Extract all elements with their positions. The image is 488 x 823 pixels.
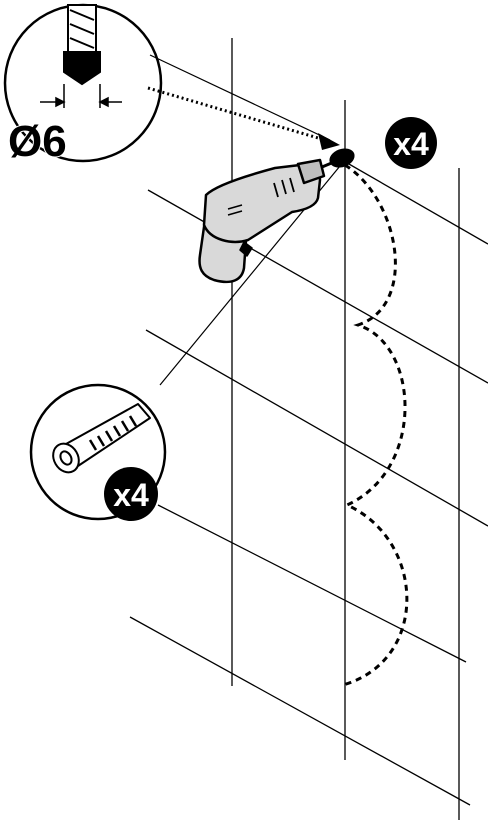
wall-plug-icon [52, 403, 151, 474]
wall-plug-quantity-badge: x4 [104, 467, 158, 521]
wall-diagonal-line [145, 329, 488, 527]
wall-diagonal-line [157, 504, 467, 663]
drill-hole-quantity-label: x4 [393, 126, 429, 162]
wall-plug-quantity-label: x4 [113, 477, 149, 513]
pointer-arrowhead-icon [318, 133, 340, 150]
drill-hole-quantity-badge: x4 [385, 117, 437, 169]
drill-diameter-label: Ø6 [8, 117, 67, 166]
drill-pointer [147, 54, 340, 150]
wall-diagonal-line [129, 616, 471, 806]
hole-path-dashed [342, 163, 409, 687]
drill-bit-callout: Ø6 [3, 3, 163, 167]
wall-vertical-lines [231, 38, 460, 820]
diameter-dimension [40, 84, 122, 108]
power-drill-icon [198, 158, 335, 284]
wall-diagonal-line [147, 189, 488, 384]
wall-diagonal-line [334, 155, 488, 245]
drill-bit-icon [63, 4, 101, 86]
hole-marker [329, 148, 355, 168]
wall-diagonal-lines [129, 155, 488, 806]
